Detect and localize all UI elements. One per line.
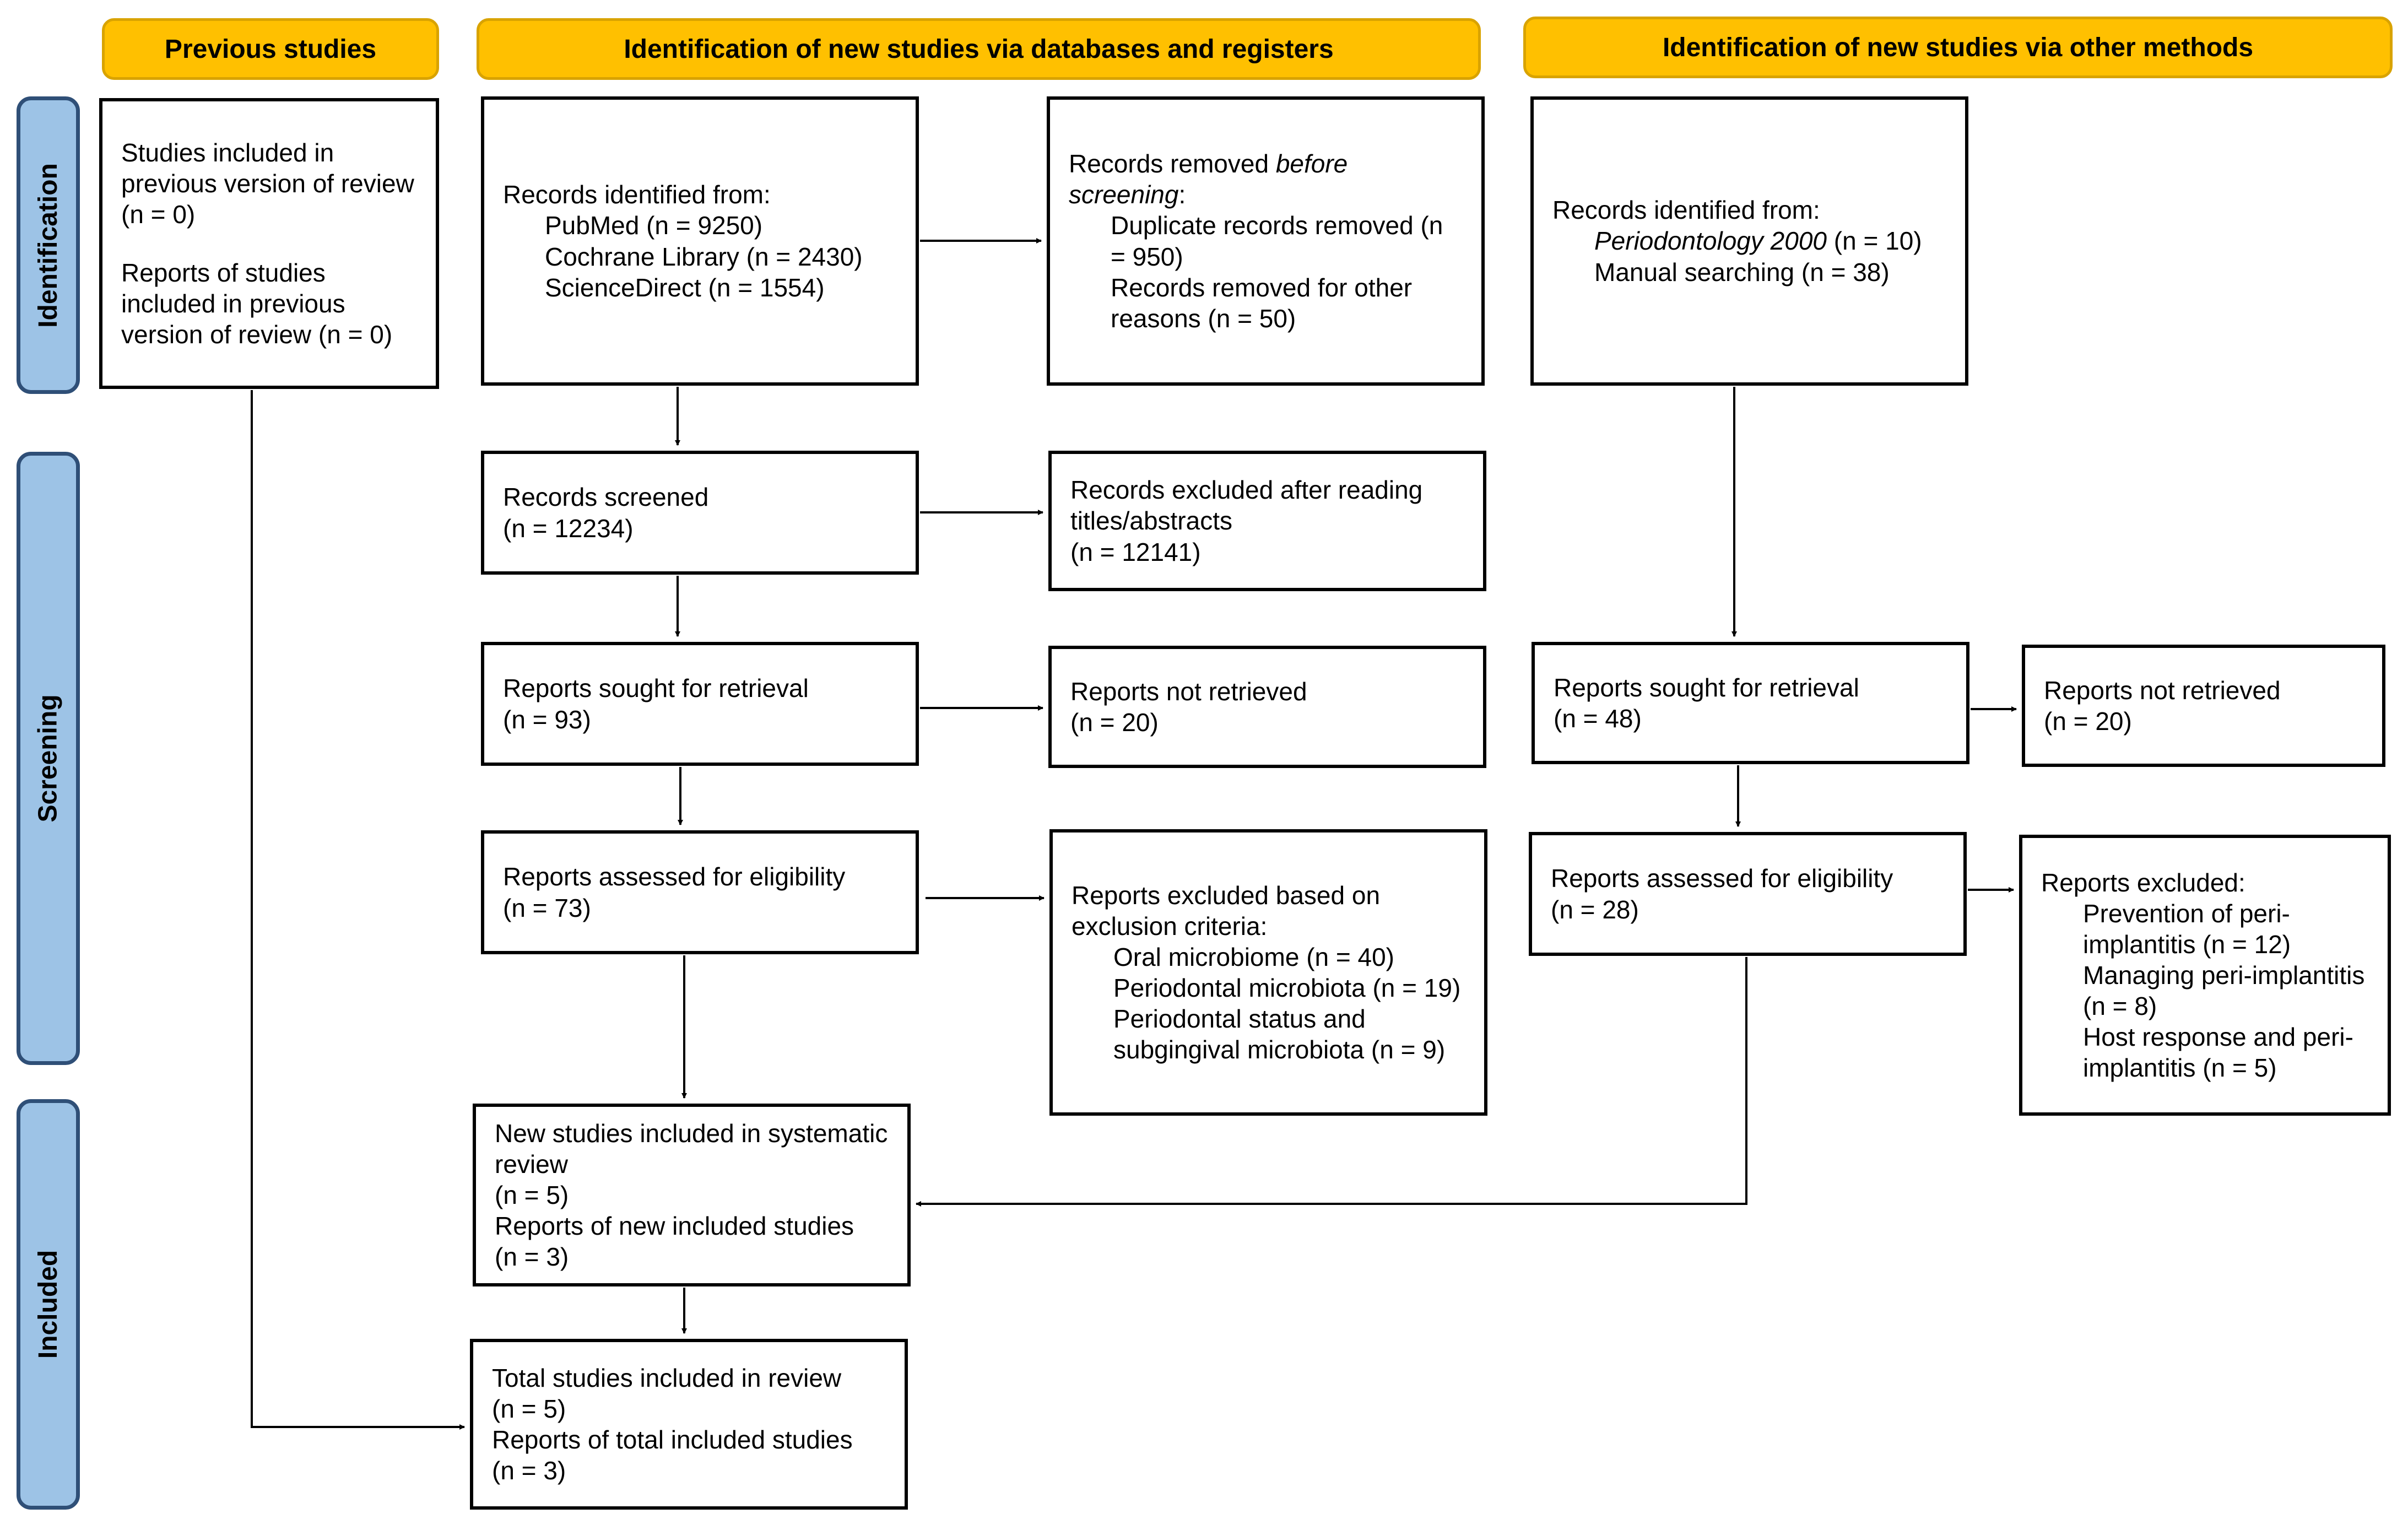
stage-screening: Screening	[17, 452, 80, 1065]
other-sought-label: Reports sought for retrieval	[1554, 673, 1859, 702]
db-records-excluded-box: Records excluded after reading titles/ab…	[1048, 451, 1486, 591]
other-not-retrieved-label: Reports not retrieved	[2044, 675, 2281, 705]
other-reports-excluded-box: Reports excluded: Prevention of peri-imp…	[2019, 835, 2391, 1116]
db-identified-sciencedirect: ScienceDirect (n = 1554)	[545, 273, 825, 302]
header-other-methods-label: Identification of new studies via other …	[1662, 33, 2254, 62]
new-studies-label: New studies included in systematic revie…	[495, 1118, 888, 1178]
new-reports-count: (n = 3)	[495, 1242, 569, 1272]
other-assessed-count: (n = 28)	[1551, 895, 1639, 924]
other-reports-sought-box: Reports sought for retrieval (n = 48)	[1532, 642, 1969, 764]
total-reports-count: (n = 3)	[492, 1456, 566, 1485]
db-screened-label: Records screened	[503, 483, 709, 512]
db-removed-duplicates: Duplicate records removed (n = 950)	[1111, 211, 1443, 271]
db-not-retrieved-label: Reports not retrieved	[1070, 677, 1307, 706]
db-sought-count: (n = 93)	[503, 705, 591, 734]
other-excluded-item: Host response and peri-implantitis (n = …	[2083, 1023, 2353, 1083]
previous-reports-count: Reports of studies included in previous …	[121, 258, 393, 349]
header-previous-studies-label: Previous studies	[164, 34, 377, 64]
other-assessed-label: Reports assessed for eligibility	[1551, 864, 1893, 893]
total-studies-label: Total studies included in review	[492, 1363, 842, 1392]
other-excluded-title: Reports excluded:	[2041, 868, 2245, 897]
db-records-screened-box: Records screened (n = 12234)	[481, 451, 919, 575]
db-assessed-count: (n = 73)	[503, 893, 591, 922]
db-reports-excluded-criteria-box: Reports excluded based on exclusion crit…	[1049, 829, 1487, 1116]
db-identified-title: Records identified from:	[503, 180, 771, 209]
other-identified-title: Records identified from:	[1552, 196, 1820, 225]
other-identified-periodontology: Periodontology 2000 (n = 10)	[1594, 226, 1922, 256]
header-other-methods: Identification of new studies via other …	[1523, 17, 2393, 78]
db-excluded-criteria-item: Oral microbiome (n = 40)	[1113, 942, 1394, 971]
total-studies-count: (n = 5)	[492, 1394, 566, 1423]
arrow-other-assessed-to-new-included	[916, 957, 1747, 1207]
db-assessed-label: Reports assessed for eligibility	[503, 862, 846, 891]
db-identified-pubmed: PubMed (n = 9250)	[545, 211, 763, 240]
other-reports-not-retrieved-box: Reports not retrieved (n = 20)	[2022, 645, 2385, 767]
previous-studies-box: Studies included in previous version of …	[99, 98, 439, 389]
other-not-retrieved-count: (n = 20)	[2044, 707, 2132, 736]
db-screened-count: (n = 12234)	[503, 513, 634, 543]
header-databases-registers: Identification of new studies via databa…	[477, 18, 1481, 80]
other-records-identified-box: Records identified from: Periodontology …	[1530, 96, 1968, 386]
db-records-identified-box: Records identified from: PubMed (n = 925…	[481, 96, 919, 386]
db-removed-other-reasons: Records removed for other reasons (n = 5…	[1111, 273, 1413, 333]
stage-included: Included	[17, 1099, 80, 1510]
other-sought-count: (n = 48)	[1554, 704, 1642, 733]
db-excluded-criteria-item: Periodontal status and subgingival micro…	[1113, 1004, 1446, 1064]
new-reports-label: Reports of new included studies	[495, 1212, 854, 1241]
previous-studies-count: Studies included in previous version of …	[121, 138, 414, 229]
db-excluded-criteria-item: Periodontal microbiota (n = 19)	[1113, 974, 1461, 1002]
total-reports-label: Reports of total included studies	[492, 1425, 853, 1454]
new-studies-count: (n = 5)	[495, 1180, 569, 1209]
other-excluded-item: Managing peri-implantitis (n = 8)	[2083, 960, 2365, 1021]
db-reports-not-retrieved-box: Reports not retrieved (n = 20)	[1048, 646, 1486, 768]
stage-identification: Identification	[17, 96, 80, 394]
db-excluded-label: Records excluded after reading titles/ab…	[1070, 475, 1423, 536]
header-previous-studies: Previous studies	[102, 18, 439, 80]
db-removed-title: Records removed before screening:	[1069, 149, 1348, 209]
db-excluded-count: (n = 12141)	[1070, 537, 1201, 566]
db-records-removed-box: Records removed before screening: Duplic…	[1047, 96, 1485, 386]
db-reports-assessed-box: Reports assessed for eligibility (n = 73…	[481, 830, 919, 954]
arrow-previous-to-total-included	[251, 390, 465, 1430]
other-excluded-item: Prevention of peri-implantitis (n = 12)	[2083, 899, 2291, 959]
db-excluded-criteria-title: Reports excluded based on exclusion crit…	[1072, 880, 1381, 940]
db-identified-cochrane: Cochrane Library (n = 2430)	[545, 242, 863, 271]
other-identified-manual: Manual searching (n = 38)	[1594, 257, 1890, 286]
total-studies-included-box: Total studies included in review (n = 5)…	[470, 1339, 908, 1510]
db-not-retrieved-count: (n = 20)	[1070, 708, 1159, 737]
new-studies-included-box: New studies included in systematic revie…	[473, 1104, 911, 1286]
db-reports-sought-box: Reports sought for retrieval (n = 93)	[481, 642, 919, 766]
db-sought-label: Reports sought for retrieval	[503, 674, 809, 703]
header-databases-registers-label: Identification of new studies via databa…	[624, 34, 1334, 64]
other-reports-assessed-box: Reports assessed for eligibility (n = 28…	[1529, 832, 1967, 956]
